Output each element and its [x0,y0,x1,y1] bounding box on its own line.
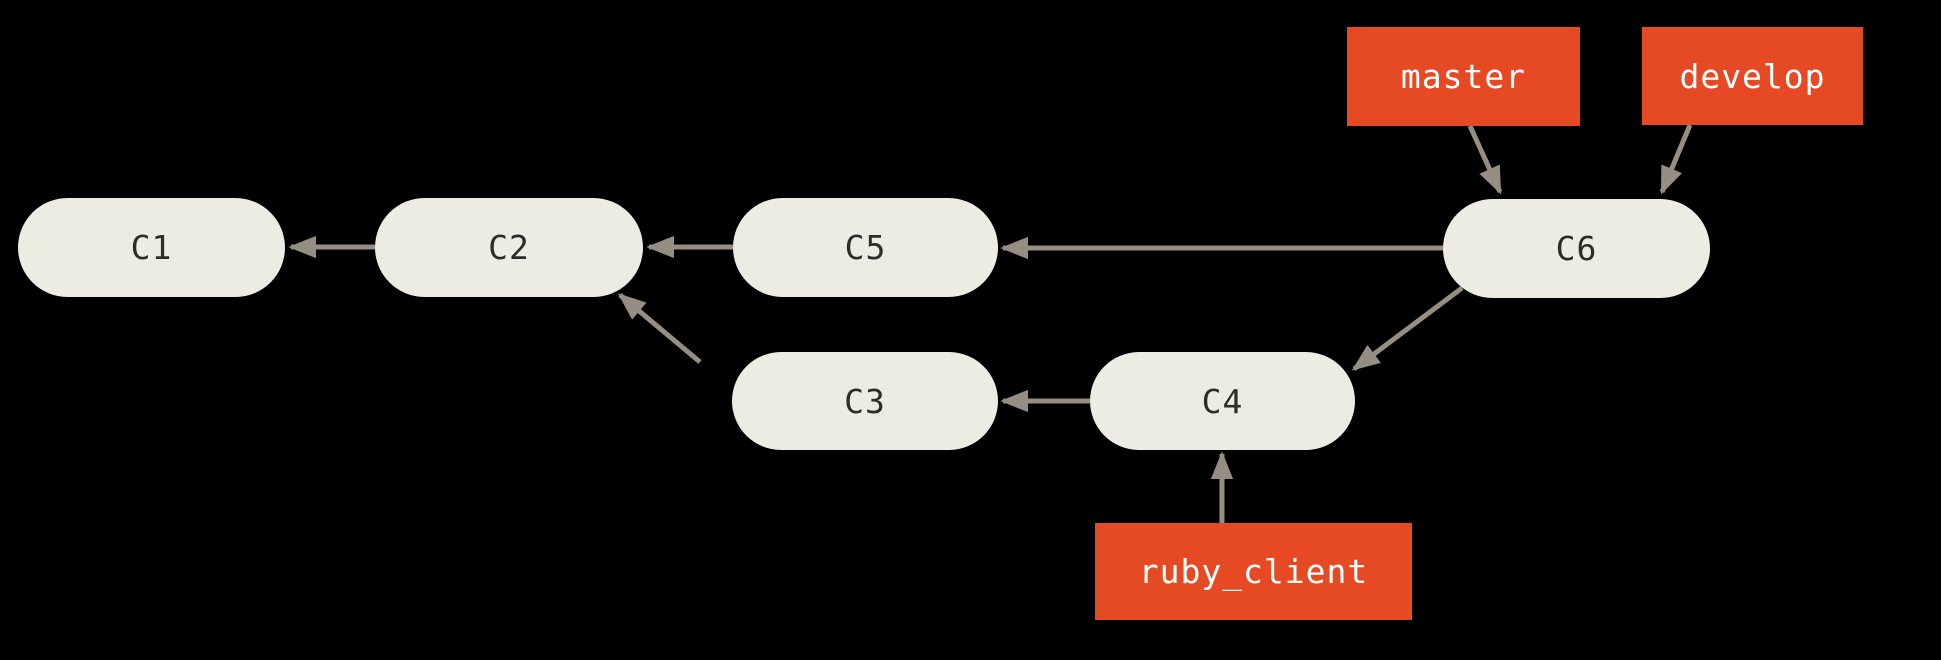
branch-label-master: master [1347,27,1580,126]
edge-C3-to-C2 [617,293,702,364]
branch-label-text: ruby_client [1138,552,1369,591]
commit-node-c5: C5 [733,198,998,297]
branch-label-develop: develop [1642,27,1863,125]
commit-node-c3: C3 [732,352,998,450]
edge-master-to-C6 [1467,124,1503,195]
commit-node-label: C1 [130,228,173,267]
commit-node-label: C6 [1555,229,1598,268]
commit-node-c6: C6 [1443,199,1710,298]
commit-node-c2: C2 [375,198,643,297]
edge-develop-to-C6 [1659,124,1693,195]
branch-label-text: master [1400,57,1527,96]
branch-label-ruby-client: ruby_client [1095,523,1412,620]
commit-node-label: C3 [844,381,886,421]
branch-label-text: develop [1679,56,1826,96]
commit-node-c4: C4 [1090,352,1355,450]
commit-node-label: C4 [1201,381,1244,421]
commit-node-label: C2 [488,228,530,267]
commit-node-c1: C1 [18,198,285,297]
edge-C6-to-C4 [1351,286,1464,371]
commit-node-label: C5 [844,228,887,267]
